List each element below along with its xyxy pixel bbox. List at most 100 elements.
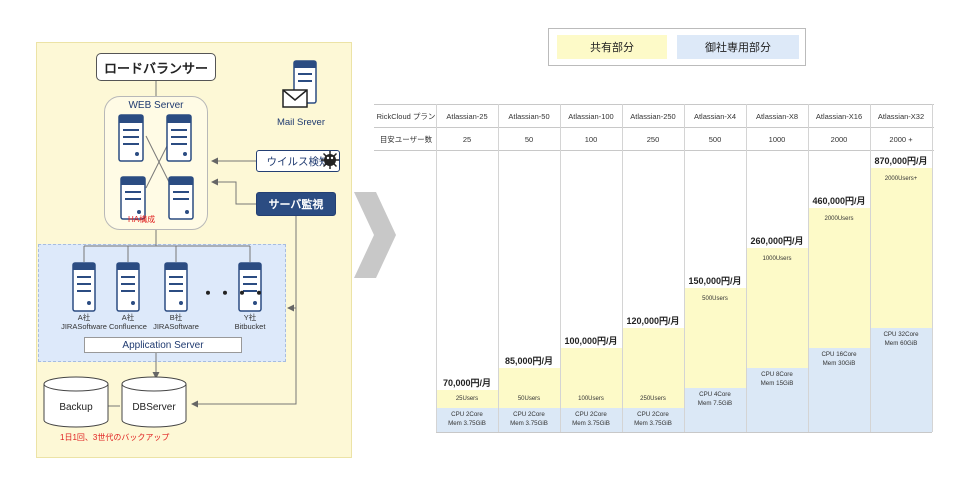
db-server-label: DBServer (132, 402, 176, 413)
plan-name: Atlassian-X16 (815, 111, 863, 121)
application-server-title: Application Server (84, 337, 242, 353)
plan-price: 120,000円/月 (626, 316, 680, 326)
web-server-icon (120, 176, 146, 220)
load-balancer-box: ロードバランサー (96, 53, 216, 81)
plan-user-count: 250 (646, 134, 660, 144)
plan-user-count: 50 (524, 134, 534, 144)
shared-resource-bar (809, 208, 870, 348)
table-gridline (684, 104, 685, 432)
table-gridline (932, 104, 933, 432)
app-server-company: A社 (77, 313, 91, 322)
table-gridline (374, 127, 934, 128)
plan-user-count: 1000 (768, 134, 786, 144)
ha-label: HA構成 (128, 215, 156, 224)
plan-price: 100,000円/月 (564, 336, 618, 346)
plan-name: Atlassian-100 (568, 111, 614, 121)
plan-user-count: 500 (708, 134, 722, 144)
plan-price: 870,000円/月 (874, 156, 928, 166)
plan-memory: Mem 3.75GiB (572, 420, 610, 427)
more-servers-ellipsis: ・・・・ (200, 286, 269, 303)
table-gridline (374, 150, 934, 151)
plan-name: Atlassian-250 (630, 111, 676, 121)
plan-memory: Mem 3.75GiB (510, 420, 548, 427)
virus-check-label: ウイルス検知 (266, 155, 330, 168)
plan-cpu: CPU 2Core (575, 411, 607, 418)
app-server-product: JIRASoftware (61, 322, 107, 331)
plan-cpu: CPU 2Core (513, 411, 545, 418)
legend: 共有部分 御社専用部分 (548, 28, 806, 66)
plan-cpu: CPU 32Core (883, 331, 919, 338)
web-server-icon (166, 114, 192, 162)
plan-name: Atlassian-50 (508, 111, 550, 121)
app-server-company: A社 (121, 313, 135, 322)
plan-name: Atlassian-25 (446, 111, 488, 121)
plan-price: 85,000円/月 (504, 356, 554, 366)
plan-user-count: 2000 (830, 134, 848, 144)
plan-name: Atlassian-X32 (877, 111, 925, 121)
dedicated-resource-bar (685, 388, 746, 432)
legend-shared: 共有部分 (557, 35, 667, 59)
shared-resource-bar (623, 328, 684, 408)
architecture-connectors (83, 81, 297, 410)
app-server-icon (72, 262, 96, 312)
plan-cpu: CPU 2Core (451, 411, 483, 418)
transition-arrow-icon (354, 192, 396, 278)
shared-resource-bar (685, 288, 746, 388)
table-gridline (498, 104, 499, 432)
web-server-title: WEB Server (128, 100, 184, 111)
app-server-company: B社 (169, 313, 183, 322)
plan-memory: Mem 3.75GiB (448, 420, 486, 427)
plan-price: 150,000円/月 (688, 276, 742, 286)
plan-header-row: RickCloud プラン Atlassian-25 Atlassian-50 At… (374, 104, 934, 128)
plan-users-label: 2000Users (824, 216, 854, 222)
app-server-product: JIRASoftware (153, 322, 199, 331)
storage-cylinders (43, 376, 187, 428)
dedicated-resource-bar (623, 408, 684, 432)
plan-price: 260,000円/月 (750, 236, 804, 246)
web-server-icon (168, 176, 194, 220)
plan-users-label: 25Users (455, 396, 479, 402)
plan-memory: Mem 3.75GiB (634, 420, 672, 427)
plan-users-label: 100Users (578, 396, 604, 402)
virus-check-box: ウイルス検知 (256, 150, 340, 172)
plan-name: Atlassian-X4 (693, 111, 737, 121)
shared-resource-bar (499, 368, 560, 408)
plan-memory: Mem 15GiB (760, 380, 794, 387)
plan-users-label: 50Users (517, 396, 541, 402)
dedicated-resource-bar (747, 368, 808, 432)
app-server-label: A社 Confluence (98, 313, 158, 331)
app-server-icon (116, 262, 140, 312)
dedicated-resource-bar (499, 408, 560, 432)
plan-row-label: RickCloud プラン (376, 111, 436, 121)
plan-price: 460,000円/月 (812, 196, 866, 206)
plan-cpu: CPU 8Core (761, 371, 793, 378)
plan-memory: Mem 7.5GiB (697, 400, 733, 407)
plan-price: 70,000円/月 (442, 378, 492, 388)
shared-resource-bar (561, 348, 622, 408)
plan-cpu: CPU 2Core (637, 411, 669, 418)
web-server-icon (118, 114, 144, 162)
mail-server-icon (282, 60, 317, 108)
table-gridline (436, 104, 437, 432)
app-server-product: Confluence (109, 322, 147, 331)
server-monitor-box: サーバ監視 (256, 192, 336, 216)
app-server-icon (164, 262, 188, 312)
table-gridline (746, 104, 747, 432)
dedicated-resource-bar (809, 348, 870, 432)
app-server-company: Y社 (243, 313, 257, 322)
app-server-product: Bitbucket (234, 322, 266, 331)
table-gridline (622, 104, 623, 432)
backup-note: 1日1回、3世代のバックアップ (60, 433, 170, 442)
virus-icon (321, 151, 339, 169)
plan-user-count: 100 (584, 134, 598, 144)
plan-users-label: 500Users (702, 296, 728, 302)
dedicated-resource-bar (561, 408, 622, 432)
